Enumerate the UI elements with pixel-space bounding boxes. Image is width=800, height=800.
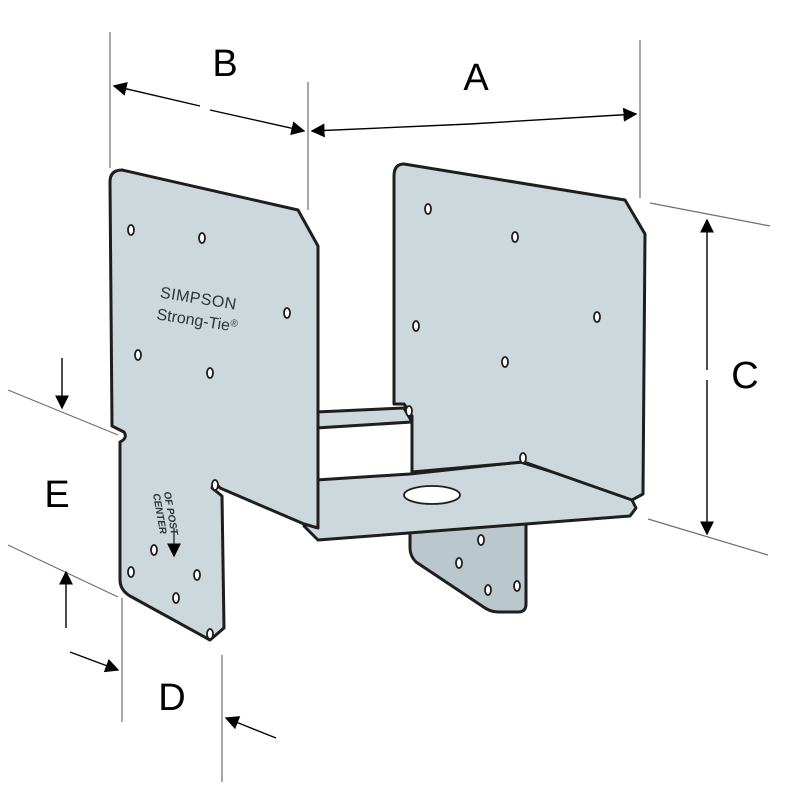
nail-hole [519, 452, 527, 464]
brand-registered-mark: ® [230, 318, 240, 330]
dimension-arrows [55, 82, 714, 739]
dimension-label-a: A [463, 57, 489, 99]
right-side-plate [392, 162, 647, 502]
nail-hole [405, 405, 413, 417]
dimension-labels: B A C E D [44, 43, 758, 719]
back-strap [314, 406, 414, 430]
nail-hole [193, 569, 201, 581]
nail-hole [513, 580, 521, 592]
nail-hole [412, 320, 420, 332]
nail-hole [283, 307, 291, 319]
ext-line-c-bottom [647, 518, 769, 556]
dimension-label-d: D [158, 677, 185, 719]
nail-hole [501, 356, 509, 368]
dim-arrow-a-right [469, 107, 638, 125]
dim-arrow-d-left [69, 651, 120, 673]
nail-hole [127, 566, 135, 578]
dimension-label-c: C [731, 355, 758, 397]
nail-hole [211, 479, 219, 491]
ext-line-c-top [649, 202, 771, 227]
nail-hole [206, 628, 214, 640]
nail-hole [593, 311, 601, 323]
dim-arrow-a-left [310, 123, 471, 138]
nail-hole [477, 534, 485, 546]
nail-hole [134, 349, 142, 361]
lower-standoff-plate [408, 516, 528, 614]
post-base-bracket [108, 162, 647, 642]
nail-hole [198, 232, 206, 244]
nail-hole [484, 584, 492, 596]
nail-hole [206, 367, 214, 379]
nail-hole [424, 203, 432, 215]
left-side-plate [108, 168, 320, 642]
dim-arrow-d-right [224, 716, 277, 739]
extension-lines [7, 32, 771, 782]
dim-arrow-b-right [209, 109, 306, 136]
nail-holes [127, 203, 601, 640]
anchor-bolt-hole [403, 485, 461, 505]
ext-line-e-top [7, 389, 119, 436]
nail-hole [150, 544, 158, 556]
dimension-label-b: B [212, 43, 237, 85]
dim-arrow-b-left [112, 82, 201, 107]
nail-hole [511, 231, 519, 243]
dimension-label-e: E [44, 474, 69, 516]
nail-hole [172, 592, 180, 604]
ext-line-e-bottom [7, 544, 119, 598]
nail-hole [127, 224, 135, 236]
nail-hole [455, 557, 463, 569]
